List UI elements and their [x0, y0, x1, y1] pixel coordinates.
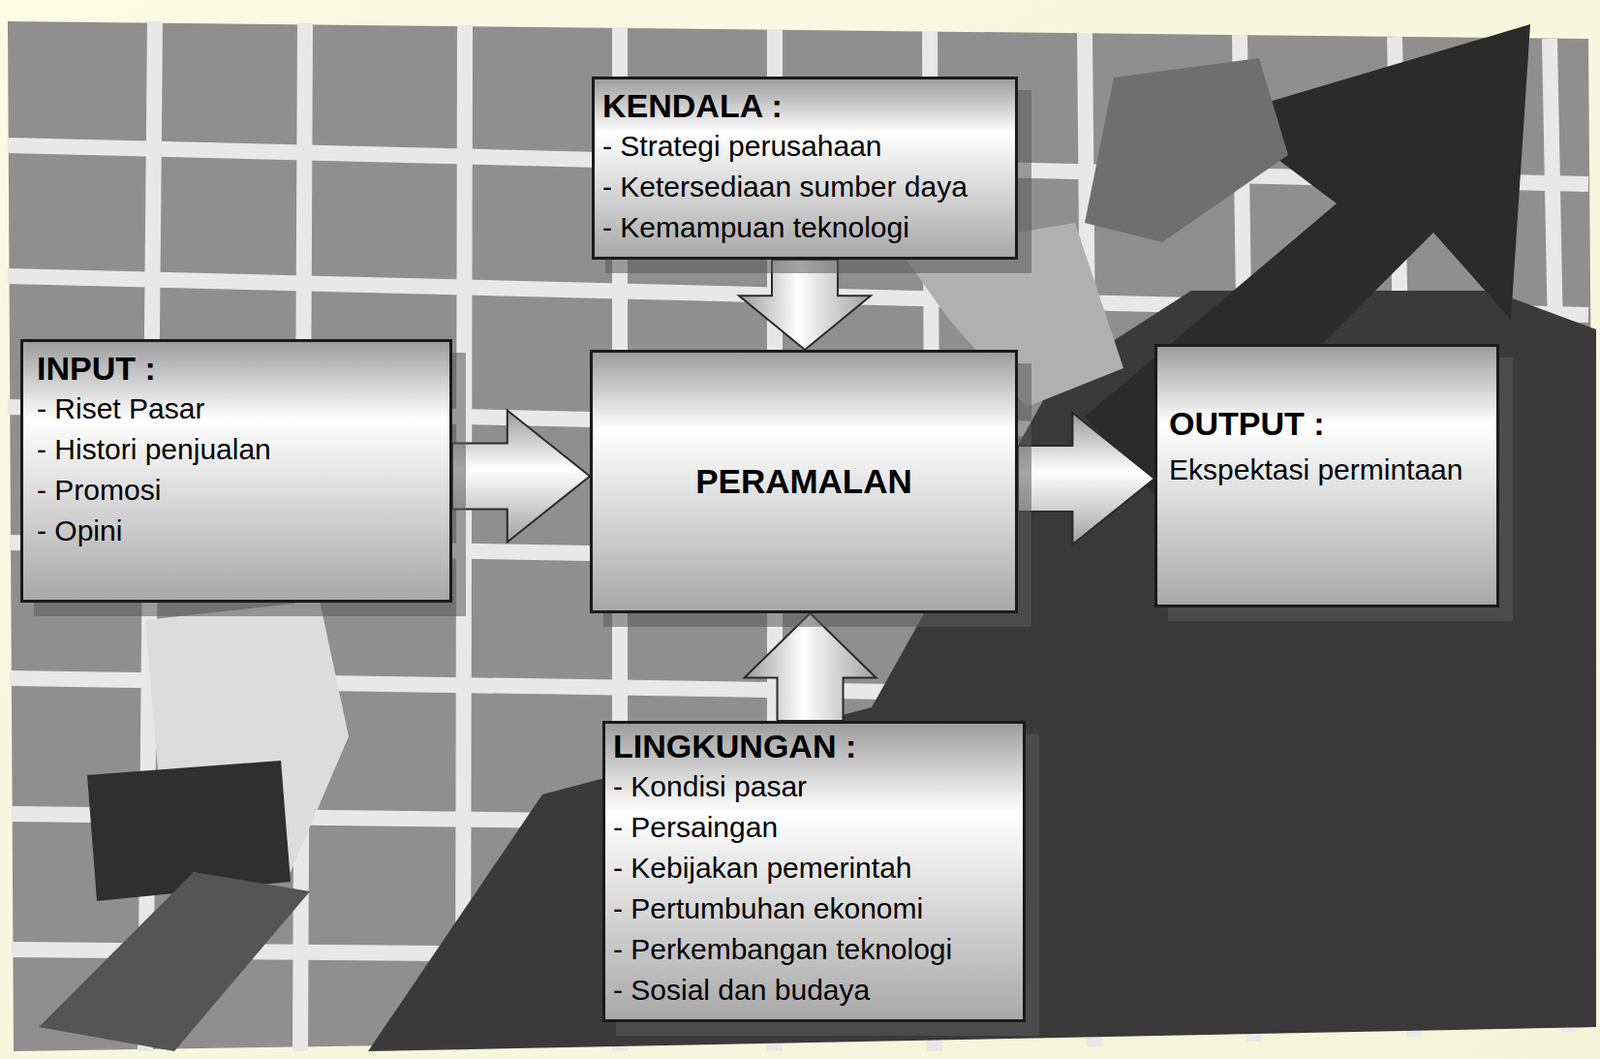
box-item: - Perkembangan teknologi — [613, 928, 1016, 970]
box-item: - Persaingan — [613, 806, 1016, 848]
block-arrow — [744, 613, 877, 721]
box-heading: OUTPUT : — [1169, 402, 1489, 444]
block-arrow — [452, 410, 590, 543]
block-arrow — [1017, 412, 1155, 545]
grid-panel — [7, 21, 1597, 1051]
box-item: - Opini — [36, 510, 438, 552]
forecast-box: PERAMALAN — [589, 349, 1018, 614]
box-item: Ekspektasi permintaan — [1169, 449, 1489, 491]
grid-lines — [7, 21, 1597, 1051]
box-item: - Sosial dan budaya — [613, 969, 1016, 1011]
box-item: - Promosi — [36, 469, 438, 511]
figure-legs — [38, 871, 310, 1051]
block-arrow — [738, 259, 871, 350]
box-heading: LINGKUNGAN : — [613, 725, 1016, 767]
box-item: - Kebijakan pemerintah — [613, 847, 1016, 889]
box-item: - Riset Pasar — [36, 388, 438, 430]
box-item: - Kemampuan teknologi — [602, 207, 1008, 248]
box-heading: KENDALA : — [602, 85, 1008, 126]
figure-top — [1084, 58, 1289, 243]
box-item: - Strategi perusahaan — [602, 125, 1008, 167]
box-item: - Pertumbuhan ekonomi — [613, 888, 1016, 929]
box-title: PERAMALAN — [695, 461, 913, 501]
lingkungan-box: LINGKUNGAN :- Kondisi pasar- Persaingan-… — [602, 720, 1026, 1022]
box-item: - Histori penjualan — [36, 429, 438, 470]
box-item: - Kondisi pasar — [613, 766, 1016, 807]
box-heading: INPUT : — [36, 347, 438, 389]
kendala-box: KENDALA :- Strategi perusahaan- Ketersed… — [591, 76, 1018, 260]
box-item: - Ketersediaan sumber daya — [602, 166, 1008, 208]
stair-shape — [368, 290, 1597, 1051]
output-box: OUTPUT : Ekspektasi permintaan — [1154, 343, 1500, 608]
input-box: INPUT :- Riset Pasar- Histori penjualan-… — [20, 338, 453, 603]
